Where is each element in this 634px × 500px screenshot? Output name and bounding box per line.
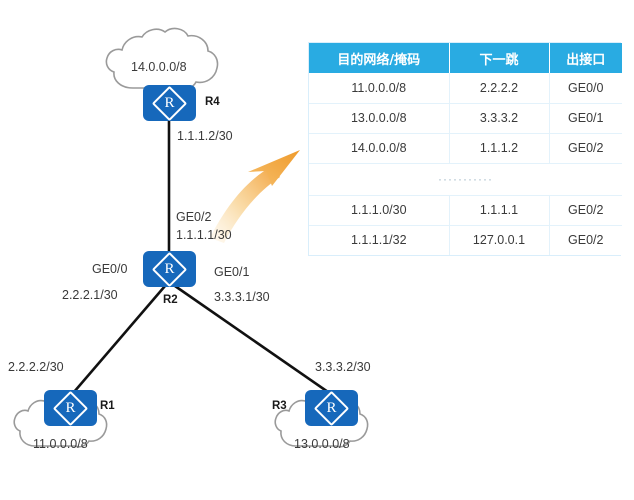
link-lines <box>73 118 329 394</box>
routing-table: 目的网络/掩码 下一跳 出接口 11.0.0.0/8 2.2.2.2 GE0/0… <box>308 42 622 256</box>
cloud-label-r4: 14.0.0.0/8 <box>131 60 187 74</box>
interface-label-ge0-0-addr: 2.2.2.1/30 <box>62 288 118 302</box>
table-row: 13.0.0.0/8 3.3.3.2 GE0/1 <box>309 103 622 134</box>
router-r4[interactable]: R <box>143 85 196 121</box>
cell-interface: GE0/2 <box>549 195 622 226</box>
cell-next-hop: 1.1.1.2 <box>449 133 550 164</box>
router-r1[interactable]: R <box>44 390 97 426</box>
cell-next-hop: 127.0.0.1 <box>449 225 550 255</box>
router-glyph: R <box>65 399 76 416</box>
interface-label-ge0-1-name: GE0/1 <box>214 265 250 279</box>
cell-destination: 1.1.1.0/30 <box>309 195 450 226</box>
router-name-r1: R1 <box>100 400 115 412</box>
link-label-r1: 2.2.2.2/30 <box>8 360 64 374</box>
cell-next-hop: 1.1.1.1 <box>449 195 550 226</box>
interface-label-ge0-1-addr: 3.3.3.1/30 <box>214 290 270 304</box>
cell-interface: GE0/2 <box>549 133 622 164</box>
cell-destination: 11.0.0.0/8 <box>309 73 450 104</box>
router-name-r2: R2 <box>163 294 178 306</box>
cloud-r4 <box>105 27 219 90</box>
cell-interface: GE0/2 <box>549 225 622 255</box>
cell-interface: GE0/1 <box>549 103 622 134</box>
router-glyph: R <box>164 94 175 111</box>
table-header-row: 目的网络/掩码 下一跳 出接口 <box>309 43 622 73</box>
cloud-label-r3: 13.0.0.0/8 <box>294 437 350 451</box>
table-row: 14.0.0.0/8 1.1.1.2 GE0/2 <box>309 133 622 164</box>
cell-next-hop: 3.3.3.2 <box>449 103 550 134</box>
table-row: 1.1.1.0/30 1.1.1.1 GE0/2 <box>309 195 622 226</box>
pointer-arrow <box>210 150 300 243</box>
cell-next-hop: 2.2.2.2 <box>449 73 550 104</box>
interface-label-ge0-0-name: GE0/0 <box>92 262 128 276</box>
link-r2-r3 <box>174 284 329 394</box>
column-header-interface: 出接口 <box>549 43 622 73</box>
cell-destination: 14.0.0.0/8 <box>309 133 450 164</box>
column-header-destination: 目的网络/掩码 <box>309 43 450 73</box>
router-glyph: R <box>326 399 337 416</box>
interface-label-ge0-2-addr: 1.1.1.1/30 <box>176 228 232 242</box>
link-label-r3: 3.3.3.2/30 <box>315 360 371 374</box>
router-r2[interactable]: R <box>143 251 196 287</box>
ellipsis-cell: ··········· <box>309 163 622 196</box>
link-label-r4-r2: 1.1.1.2/30 <box>177 129 233 143</box>
table-row: 11.0.0.0/8 2.2.2.2 GE0/0 <box>309 73 622 104</box>
router-r3[interactable]: R <box>305 390 358 426</box>
router-name-r3: R3 <box>272 400 287 412</box>
cell-interface: GE0/0 <box>549 73 622 104</box>
router-name-r4: R4 <box>205 96 220 108</box>
cell-destination: 13.0.0.0/8 <box>309 103 450 134</box>
column-header-next-hop: 下一跳 <box>449 43 550 73</box>
table-row: 1.1.1.1/32 127.0.0.1 GE0/2 <box>309 225 622 255</box>
link-r2-r1 <box>73 285 166 393</box>
table-row-ellipsis: ··········· <box>309 163 622 196</box>
router-glyph: R <box>164 260 175 277</box>
cell-destination: 1.1.1.1/32 <box>309 225 450 255</box>
interface-label-ge0-2-name: GE0/2 <box>176 210 212 224</box>
cloud-label-r1: 11.0.0.0/8 <box>33 437 88 451</box>
